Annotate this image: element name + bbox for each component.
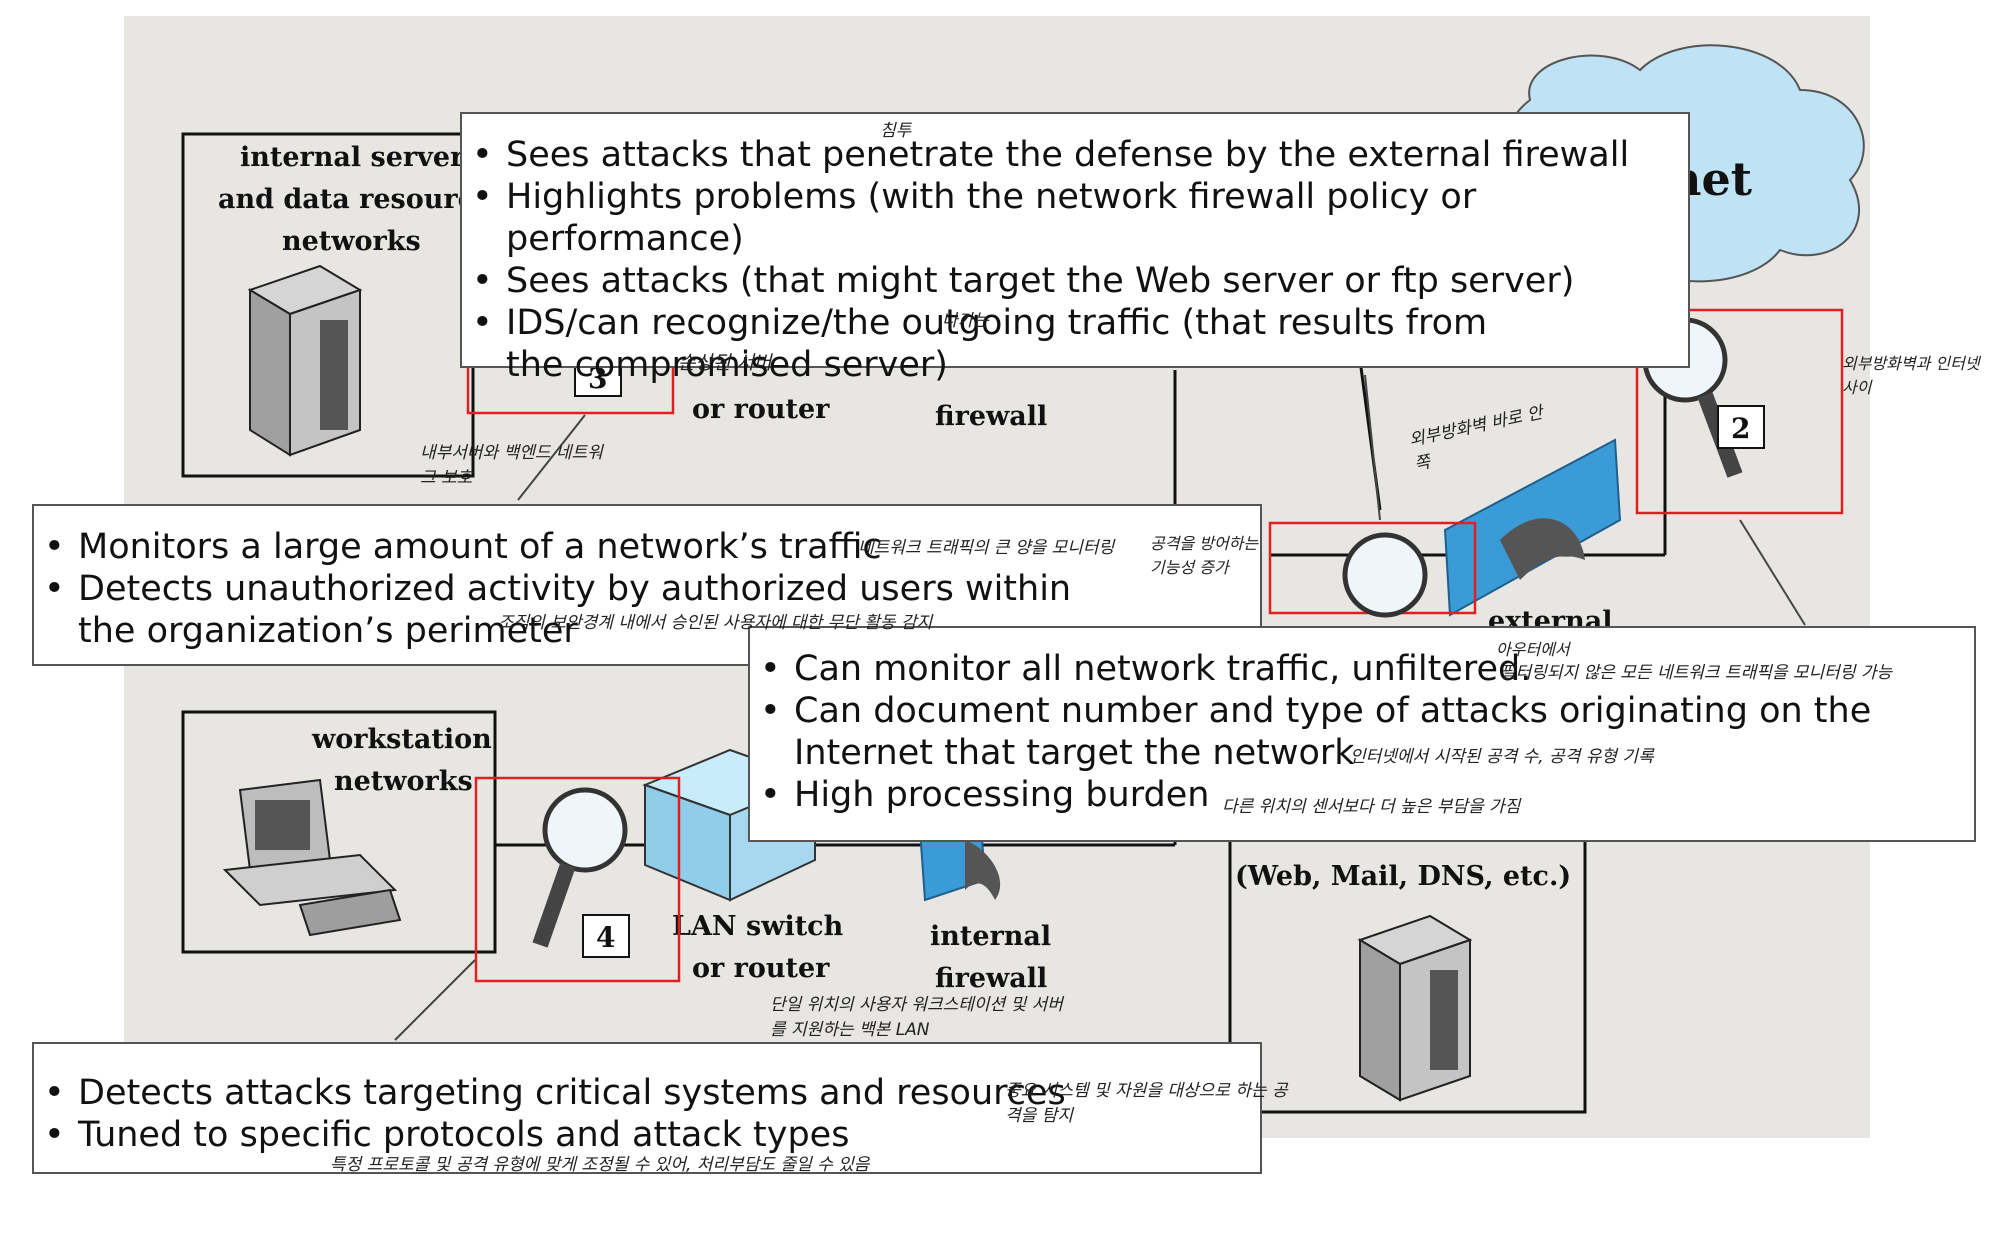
handwritten-note-6: 공격을 방어하는 기능성 증가 — [1150, 534, 1259, 577]
handwritten-note-3: 나가는 — [942, 311, 989, 331]
service-server-icon — [1357, 914, 1473, 1102]
sensor-box-2 — [1635, 308, 1844, 515]
handwritten-note-10: 아우터에서 — [1496, 640, 1570, 659]
handwritten-note-12: 인터넷에서 시작된 공격 수, 공격 유형 기록 — [1350, 747, 1654, 767]
callout-location-4-item-2: Tuned to specific protocols and attack t… — [34, 1114, 1260, 1156]
internal-firewall-bottom-label-1: internal — [930, 921, 1051, 952]
callout-location-2-item-3: High processing burden — [750, 774, 1974, 816]
handwritten-note-2: 손상된 서버 — [678, 352, 772, 374]
internal-server-label-1: internal server — [240, 142, 465, 173]
callout-location-2: Can monitor all network traffic, unfilte… — [748, 626, 1976, 842]
magnifier-icon-1 — [1342, 532, 1428, 618]
handwritten-note-16: 특정 프로토콜 및 공격 유형에 맞게 조정될 수 있어, 처리부담도 줄일 수… — [330, 1155, 870, 1175]
internal-firewall-bottom-label-2: firewall — [935, 963, 1047, 994]
handwritten-note-11: 필터링되지 않은 모든 네트워크 트래픽을 모니터링 가능 — [1500, 663, 1893, 683]
callout-location-3: Sees attacks that penetrate the defense … — [460, 112, 1690, 385]
magnifier-icon-4 — [532, 787, 628, 948]
callout-location-3-item-1: Sees attacks that penetrate the defense … — [462, 134, 1688, 176]
lan-switch-top-label-2: or router — [692, 394, 830, 425]
callout-location-3-item-2: Highlights problems (with the network fi… — [462, 176, 1688, 260]
callout-location-2-item-1: Can monitor all network traffic, unfilte… — [750, 648, 1974, 690]
sensor-box-4 — [474, 776, 681, 983]
callout-location-3-item-3: Sees attacks (that might target the Web … — [462, 260, 1688, 302]
handwritten-note-13: 다른 위치의 센서보다 더 높은 부담을 가짐 — [1222, 797, 1521, 817]
lan-switch-bottom-label-1: LAN switch — [672, 911, 844, 942]
workstation-label-1: workstation — [311, 724, 492, 755]
handwritten-note-1: 침투 — [880, 121, 912, 141]
handwritten-note-7: 조직의 보안경계 내에서 승인된 사용자에 대한 무단 활동 감지 — [498, 613, 933, 633]
sensor-label-4: 4 — [596, 921, 615, 954]
service-network-label: (Web, Mail, DNS, etc.) — [1235, 861, 1571, 892]
lan-switch-bottom-label-2: or router — [692, 953, 830, 984]
handwritten-note-14: 단일 위치의 사용자 워크스테이션 및 서버를 지원하는 백본 LAN — [770, 995, 1063, 1040]
workstation-label-2: networks — [334, 766, 473, 797]
internal-firewall-top-label-2: firewall — [935, 401, 1047, 432]
external-firewall-icon — [1443, 438, 1622, 617]
internal-server-label-2: and data resource — [218, 184, 491, 215]
callout-location-4: Detects attacks targeting critical syste… — [32, 1042, 1262, 1174]
handwritten-note-4: 내부서버와 백엔드 네트워크 보호 — [420, 443, 603, 488]
callout-location-1-item-1: Monitors a large amount of a network’s t… — [34, 526, 1260, 568]
callout-location-1-list: Monitors a large amount of a network’s t… — [34, 526, 1260, 652]
callout-location-4-list: Detects attacks targeting critical syste… — [34, 1072, 1260, 1156]
callout-location-2-list: Can monitor all network traffic, unfilte… — [750, 648, 1974, 816]
callout-location-4-item-1: Detects attacks targeting critical syste… — [34, 1072, 1260, 1114]
handwritten-note-15: 중요 시스템 및 자원을 대상으로 하는 공격을 탐지 — [1005, 1081, 1288, 1126]
handwritten-note-8: 외부방화벽과 인터넷 사이 — [1842, 354, 1980, 397]
sensor-label-2: 2 — [1731, 412, 1750, 445]
pointer-lines — [394, 374, 1806, 1041]
callout-location-3-item-4: IDS/can recognize/the outgoing traffic (… — [462, 302, 1526, 386]
workstation-computer-icon — [222, 778, 402, 937]
workstation-network-box — [181, 710, 497, 954]
callout-location-2-item-2: Can document number and type of attacks … — [750, 690, 1874, 774]
callout-location-1-item-2: Detects unauthorized activity by authori… — [34, 568, 1098, 652]
handwritten-note-5: 네트워크 트래픽의 큰 양을 모니터링 — [858, 538, 1115, 558]
callout-location-1: Monitors a large amount of a network’s t… — [32, 504, 1262, 666]
internal-server-label-3: networks — [282, 226, 421, 257]
callout-location-3-list: Sees attacks that penetrate the defense … — [462, 134, 1688, 386]
server-tower-icon — [247, 264, 363, 457]
